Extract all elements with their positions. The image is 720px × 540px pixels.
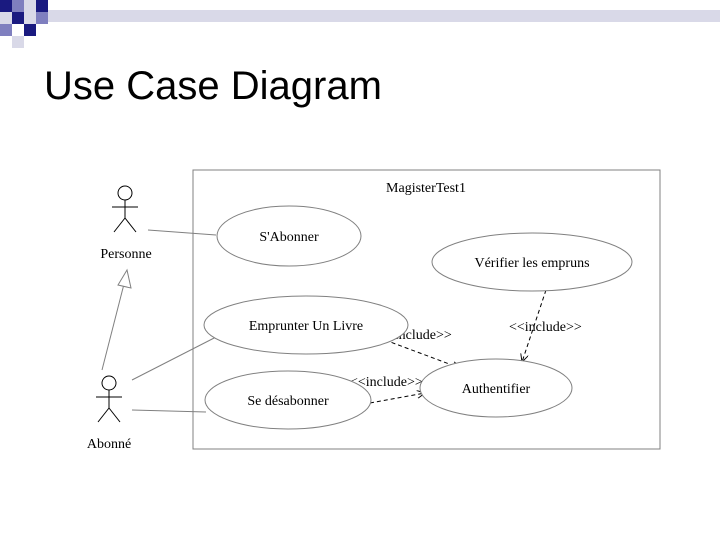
deco-square bbox=[0, 0, 12, 12]
slide-title: Use Case Diagram bbox=[44, 64, 382, 108]
include-line bbox=[369, 393, 425, 404]
use-case-emprunter bbox=[203, 295, 409, 355]
use-case-desabonner bbox=[204, 370, 372, 430]
use-case-label: Emprunter Un Livre bbox=[249, 319, 363, 334]
include-label: <<include>> bbox=[350, 375, 423, 390]
deco-square bbox=[0, 12, 12, 24]
use-case-authentifier bbox=[419, 358, 573, 418]
association-line bbox=[147, 229, 217, 236]
actor-abonne bbox=[96, 375, 122, 423]
deco-square bbox=[24, 24, 36, 36]
use-case-label: Vérifier les empruns bbox=[474, 256, 589, 271]
include-line bbox=[522, 289, 547, 362]
use-case-label: Authentifier bbox=[462, 382, 531, 397]
use-case-label: Se désabonner bbox=[247, 394, 329, 409]
deco-square bbox=[36, 0, 48, 12]
deco-square bbox=[12, 36, 24, 48]
header-decoration bbox=[0, 0, 720, 48]
system-boundary bbox=[192, 169, 661, 450]
system-name: MagisterTest1 bbox=[386, 181, 466, 196]
use-case-label: S'Abonner bbox=[259, 230, 319, 245]
actor-label: Personne bbox=[100, 247, 151, 262]
deco-square bbox=[12, 0, 24, 12]
deco-square bbox=[12, 12, 24, 24]
deco-square bbox=[36, 12, 48, 24]
actor-personne bbox=[112, 185, 138, 233]
include-label: <<include>> bbox=[509, 320, 582, 335]
actor-label: Abonné bbox=[87, 437, 131, 452]
use-case-sabonner bbox=[216, 205, 362, 267]
deco-bar bbox=[48, 10, 720, 22]
include-line bbox=[384, 339, 460, 368]
generalization-arrowhead bbox=[117, 268, 132, 289]
association-line bbox=[131, 334, 221, 381]
generalization-line bbox=[101, 283, 125, 371]
deco-square bbox=[24, 12, 36, 24]
deco-square bbox=[24, 0, 36, 12]
use-case-verifier bbox=[431, 232, 633, 292]
association-line bbox=[131, 409, 207, 413]
deco-square bbox=[0, 24, 12, 36]
